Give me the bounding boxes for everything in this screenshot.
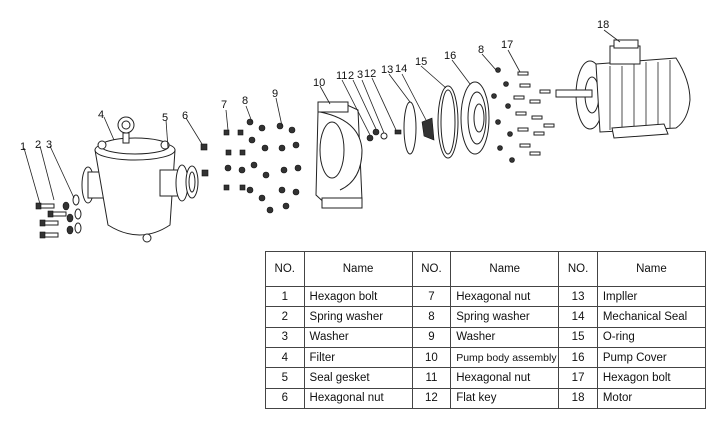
- hex-nut-6: [200, 143, 208, 151]
- fastener-cloud-right: [491, 67, 555, 163]
- callout-4: 4: [98, 109, 104, 121]
- part-name: Hexagonal nut: [450, 367, 560, 389]
- impeller: [403, 101, 417, 155]
- table-row: 3 Washer 9 Washer 15 O-ring: [265, 326, 707, 348]
- exploded-pump-diagram: 1 2 3 4 5 6 7 8 9 10 11 2 3 12 13 14 15 …: [20, 19, 691, 243]
- part-name: Motor: [596, 387, 707, 410]
- header-no-3: NO.: [558, 251, 598, 287]
- callout-6: 6: [182, 110, 188, 122]
- callout-2: 2: [35, 139, 41, 151]
- callout-3: 3: [46, 139, 52, 151]
- part-no: 2: [265, 306, 305, 328]
- leader-lines: [23, 29, 621, 205]
- part-no: 1: [265, 285, 305, 308]
- callout-9: 9: [272, 88, 278, 100]
- callout-12: 12: [364, 68, 376, 80]
- part-no: 13: [558, 285, 598, 308]
- table-row: 1 Hexagon bolt 7 Hexagonal nut 13 Implle…: [265, 285, 707, 308]
- part-no: 11: [411, 367, 452, 389]
- table-header-row: NO. Name NO. Name NO. Name: [265, 251, 707, 287]
- part-no: 15: [558, 326, 598, 348]
- bolt-set-left: [35, 194, 82, 239]
- part-name: Pump Cover: [596, 346, 707, 369]
- part-no: 4: [265, 346, 305, 369]
- table-row: 5 Seal gesket 11 Hexagonal nut 17 Hexago…: [265, 367, 707, 389]
- part-no: 12: [411, 387, 452, 410]
- parts-list-table: NO. Name NO. Name NO. Name 1 Hexagon bol…: [265, 251, 707, 410]
- part-no: 16: [558, 346, 598, 369]
- part-no: 10: [411, 346, 452, 369]
- callout-7: 7: [221, 99, 227, 111]
- callout-10: 10: [313, 77, 325, 89]
- part-no: 6: [265, 387, 305, 410]
- header-name-1: Name: [303, 251, 413, 287]
- part-name: Flat key: [450, 387, 560, 410]
- header-name-3: Name: [596, 251, 707, 287]
- part-name: Spring washer: [303, 306, 413, 328]
- mechanical-seal: [421, 117, 435, 141]
- part-name: Hexagonal nut: [450, 285, 560, 308]
- part-name: Hexagon bolt: [596, 367, 707, 389]
- part-name: Seal gesket: [303, 367, 413, 389]
- part-no: 7: [411, 285, 452, 308]
- callout-labels: 1 2 3 4 5 6 7 8 9 10 11 2 3 12 13 14 15 …: [20, 19, 609, 153]
- part-no: 14: [558, 306, 598, 328]
- table-row: 2 Spring washer 8 Spring washer 14 Mecha…: [265, 306, 707, 328]
- callout-3b: 3: [357, 69, 363, 81]
- fastener-cloud-left: [223, 118, 302, 214]
- pump-cover: [460, 81, 490, 155]
- callout-14: 14: [395, 63, 407, 75]
- part-name: Hexagon bolt: [303, 285, 413, 308]
- callout-15: 15: [415, 56, 427, 68]
- callout-17: 17: [501, 39, 513, 51]
- part-no: 3: [265, 326, 305, 348]
- callout-1: 1: [20, 141, 26, 153]
- part-name: O-ring: [596, 326, 707, 348]
- callout-8: 8: [242, 95, 248, 107]
- part-name: Hexagonal nut: [303, 387, 413, 410]
- part-no: 9: [411, 326, 452, 348]
- table-row: 4 Filter 10 Pump body assembly 16 Pump C…: [265, 346, 707, 369]
- table-row: 6 Hexagonal nut 12 Flat key 18 Motor: [265, 387, 707, 410]
- callout-18: 18: [597, 19, 609, 31]
- part-name: Spring washer: [450, 306, 560, 328]
- part-no: 17: [558, 367, 598, 389]
- callout-5: 5: [162, 112, 168, 124]
- callout-11: 11: [336, 70, 347, 82]
- shaft-small-parts: [366, 128, 402, 142]
- callout-8b: 8: [478, 44, 484, 56]
- filter-housing: [81, 116, 189, 243]
- part-name: Pump body assembly: [450, 346, 560, 369]
- part-no: 18: [558, 387, 598, 410]
- header-name-2: Name: [450, 251, 560, 287]
- part-no: 8: [411, 306, 452, 328]
- part-name: Impller: [596, 285, 707, 308]
- part-name: Washer: [303, 326, 413, 348]
- pump-body: [315, 101, 363, 209]
- part-name: Filter: [303, 346, 413, 369]
- header-no-2: NO.: [411, 251, 452, 287]
- part-name: Mechanical Seal: [596, 306, 707, 328]
- header-no-1: NO.: [265, 251, 305, 287]
- callout-2b: 2: [348, 70, 354, 82]
- motor: [555, 39, 691, 139]
- callout-13: 13: [381, 64, 393, 76]
- callout-16: 16: [444, 50, 456, 62]
- part-name: Washer: [450, 326, 560, 348]
- part-no: 5: [265, 367, 305, 389]
